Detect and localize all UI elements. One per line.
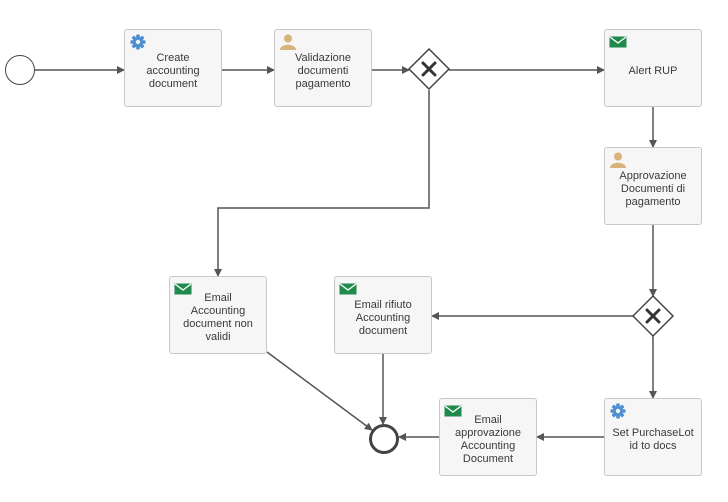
task-label: Email rifiuto Accounting document xyxy=(354,298,412,337)
task-label: Email approvazione Accounting Document xyxy=(454,414,522,465)
user-icon xyxy=(279,34,297,50)
x-icon xyxy=(645,308,661,324)
exclusive-gateway-1[interactable] xyxy=(407,47,451,91)
task-approvazione-documenti-pagamento[interactable]: Approvazione Documenti di pagamento xyxy=(604,147,702,225)
flow-email-non-validi-to-end[interactable] xyxy=(266,351,373,431)
gateways xyxy=(407,47,675,338)
sequence-flows xyxy=(35,66,657,441)
gear-icon xyxy=(129,34,147,50)
start-event[interactable] xyxy=(5,55,35,85)
envelope-icon xyxy=(339,281,357,297)
task-email-accounting-document-non-validi[interactable]: Email Accounting document non validi xyxy=(169,276,267,354)
user-icon xyxy=(609,152,627,168)
task-set-purchaselot-id-to-docs[interactable]: Set PurchaseLot id to docs xyxy=(604,398,702,476)
gear-icon xyxy=(609,403,627,419)
task-label: Approvazione Documenti di pagamento xyxy=(619,169,687,208)
task-alert-rup[interactable]: Alert RUP xyxy=(604,29,702,107)
x-icon xyxy=(421,61,437,77)
task-email-approvazione-accounting-document[interactable]: Email approvazione Accounting Document xyxy=(439,398,537,476)
task-label: Create accounting document xyxy=(146,51,200,90)
task-validazione-documenti-pagamento[interactable]: Validazione documenti pagamento xyxy=(274,29,372,107)
envelope-icon xyxy=(444,403,462,419)
task-label: Alert RUP xyxy=(628,64,678,77)
exclusive-gateway-2[interactable] xyxy=(631,294,675,338)
end-event[interactable] xyxy=(369,424,399,454)
task-label: Validazione documenti pagamento xyxy=(294,51,352,90)
envelope-icon xyxy=(174,281,192,297)
task-label: Set PurchaseLot id to docs xyxy=(612,427,694,452)
envelope-icon xyxy=(609,34,627,50)
task-label: Email Accounting document non validi xyxy=(183,292,253,343)
task-create-accounting-document[interactable]: Create accounting document xyxy=(124,29,222,107)
task-email-rifiuto-accounting-document[interactable]: Email rifiuto Accounting document xyxy=(334,276,432,354)
flow-gateway-1-to-email-non-validi[interactable] xyxy=(214,90,430,277)
